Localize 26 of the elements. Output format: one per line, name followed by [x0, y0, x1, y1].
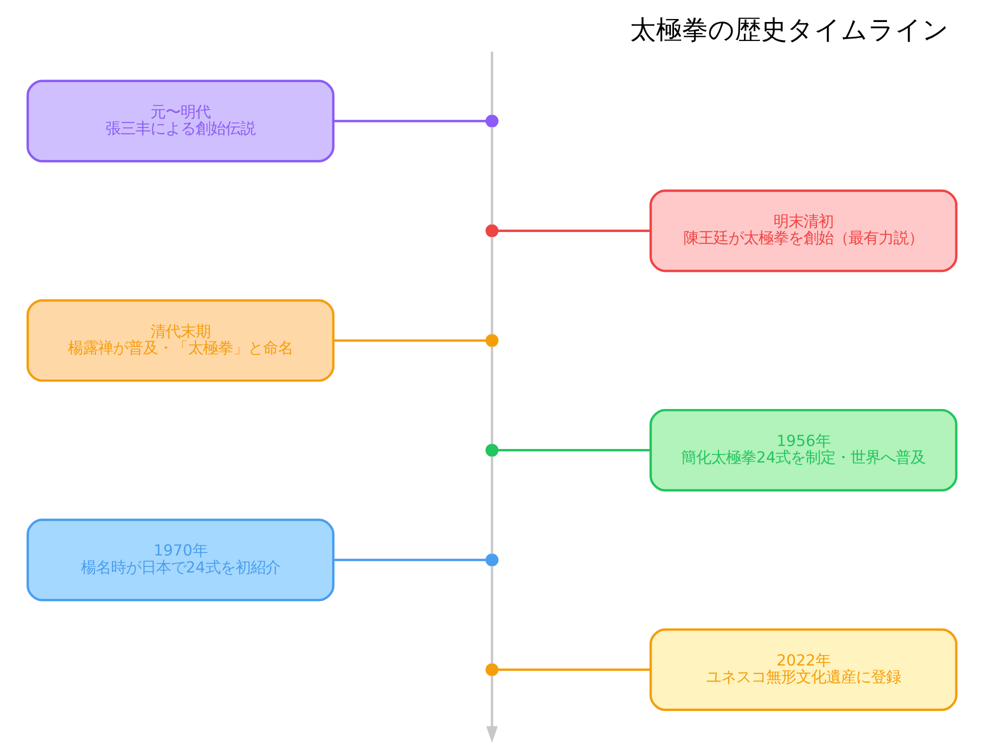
- connector: [490, 236, 493, 334]
- node-circle: [485, 663, 498, 676]
- connector: [498, 449, 650, 452]
- node-circle: [485, 224, 498, 238]
- arrow: [486, 676, 498, 743]
- connector: [490, 127, 493, 225]
- node-circle: [485, 444, 498, 457]
- node-circle: [485, 114, 498, 128]
- node-circle: [485, 334, 498, 347]
- node-box: 2022年 ユネスコ無形文化遺産に登録: [649, 628, 957, 711]
- node-box: 1956年 簡化太極拳24式を制定・世界へ普及: [649, 408, 957, 492]
- connector: [333, 120, 486, 122]
- node-box: 1970年 楊名時が日本で24式を初紹介: [26, 518, 334, 602]
- connector: [333, 558, 486, 562]
- connector: [498, 668, 650, 671]
- connector: [333, 339, 486, 342]
- diagram-title: 太極拳の歴史タイムライン: [629, 15, 948, 46]
- connector: [490, 52, 493, 115]
- node-box: 明末清初 陳王廷が太極拳を創始（最有力説）: [649, 189, 957, 272]
- connector: [490, 456, 493, 554]
- connector: [490, 346, 493, 444]
- node-circle: [485, 553, 498, 566]
- connector: [490, 566, 493, 664]
- connector: [498, 230, 650, 232]
- node-box: 清代末期 楊露禅が普及・「太極拳」と命名: [26, 299, 334, 382]
- node-box: 元〜明代 張三丰による創始伝説: [26, 80, 334, 162]
